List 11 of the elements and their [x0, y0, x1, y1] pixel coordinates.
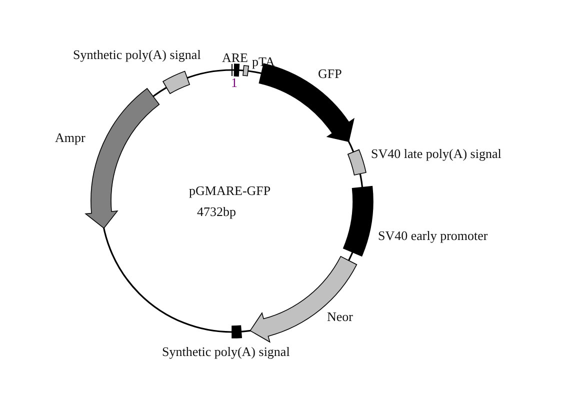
feature-label: Neor — [327, 310, 353, 323]
feature-label: Synthetic poly(A) signal — [73, 48, 201, 61]
feature-label: SV40 early promoter — [378, 229, 488, 242]
feature-label: Synthetic poly(A) signal — [162, 345, 290, 358]
position-number: 1 — [231, 76, 238, 89]
feature-label: SV40 late poly(A) signal — [371, 147, 502, 160]
feature-label: GFP — [318, 67, 342, 80]
feature-label: ARE — [222, 51, 248, 64]
plasmid-size: 4732bp — [197, 205, 236, 218]
feature-label: Ampr — [55, 131, 86, 144]
plasmid-name: pGMARE-GFP — [189, 184, 271, 197]
